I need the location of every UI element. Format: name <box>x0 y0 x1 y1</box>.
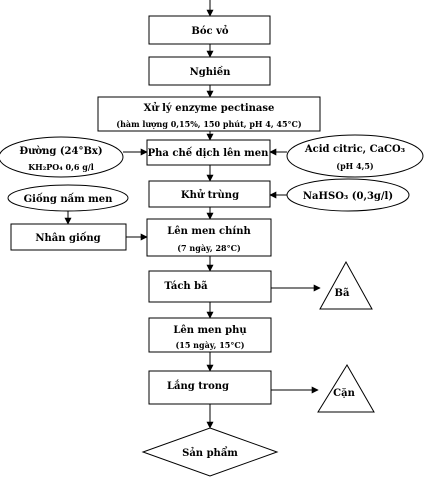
node-len-men-phu-label: Lên men phụ <box>173 325 246 336</box>
node-nghien-label: Nghiền <box>190 66 232 78</box>
node-len-men-chinh-label: Lên men chính <box>167 226 251 237</box>
node-san-pham <box>141 427 279 477</box>
node-nhan-giong <box>10 223 127 251</box>
node-lang-trong <box>148 370 272 405</box>
node-len-men-phu <box>148 317 272 353</box>
node-giong-nam-men-label: Giống nấm men <box>24 193 114 205</box>
node-xu-ly-enzyme <box>97 96 321 132</box>
node-boc-vo <box>148 15 271 45</box>
node-duong <box>0 136 124 178</box>
node-acid-note: (pH 4,5) <box>336 161 374 171</box>
node-len-men-chinh-note: (7 ngày, 28°C) <box>177 243 241 253</box>
node-can-label: Cặn <box>333 388 355 399</box>
node-boc-vo-label: Bóc vỏ <box>191 26 229 37</box>
node-khu-trung <box>148 180 271 208</box>
node-ba <box>319 260 373 310</box>
node-lang-trong-label: Lắng trong <box>167 380 229 392</box>
node-xu-ly-enzyme-note: (hàm lượng 0,15%, 150 phút, pH 4, 45°C) <box>116 119 302 129</box>
node-acid-label: Acid citric, CaCO₃ <box>304 144 405 155</box>
node-tach-ba-label: Tách bã <box>164 281 208 292</box>
node-ba-label: Bã <box>335 288 350 299</box>
node-len-men-phu-note: (15 ngày, 15°C) <box>175 340 244 350</box>
node-can <box>317 364 375 413</box>
node-tach-ba <box>148 270 272 303</box>
node-khu-trung-label: Khử trùng <box>181 190 239 201</box>
node-giong-nam-men <box>7 184 129 212</box>
node-nahso3-label: NaHSO₃ (0,3g/l) <box>303 191 393 202</box>
node-xu-ly-enzyme-label: Xử lý enzyme pectinase <box>144 103 275 114</box>
node-len-men-chinh <box>146 218 272 257</box>
node-acid <box>286 134 424 178</box>
node-nhan-giong-label: Nhân giống <box>35 232 100 244</box>
node-pha-che <box>146 139 271 166</box>
node-duong-label: Đường (24°Bx) <box>19 146 102 157</box>
node-pha-che-label: Pha chế dịch lên men <box>148 147 269 159</box>
node-san-pham-label: Sản phẩm <box>182 447 238 459</box>
node-duong-note: KH₂PO₄ 0,6 g/l <box>28 162 94 172</box>
node-nghien <box>148 56 271 86</box>
node-nahso3 <box>286 178 410 212</box>
